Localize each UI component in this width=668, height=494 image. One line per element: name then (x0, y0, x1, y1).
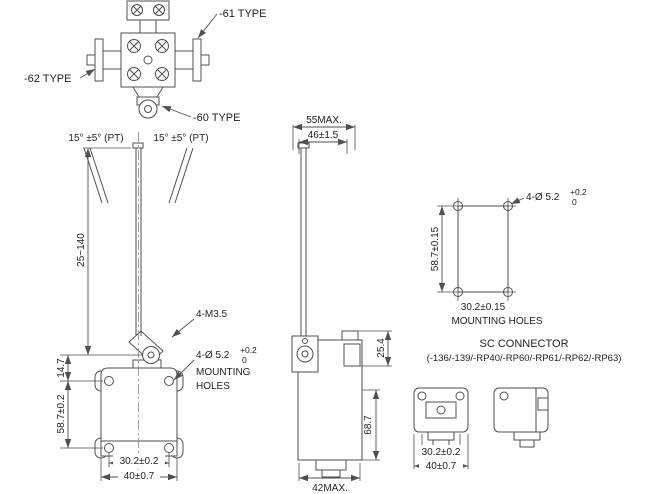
dim-sc-body-width: 40±0.7 (426, 461, 457, 472)
mounting-holes-caption: MOUNTING HOLES (451, 316, 542, 327)
pattern-dimensions (437, 205, 509, 310)
side-plungers (86, 38, 210, 82)
pattern-hole-leader (510, 197, 525, 205)
dim-pattern-vertical: 58.7±0.15 (430, 226, 441, 271)
pattern-holes (450, 198, 516, 300)
label-holes-front: 4-Ø 5.2 (196, 350, 230, 361)
top-view: -61 TYPE -62 TYPE -60 TYPE (24, 0, 267, 124)
side-conduit-boss (343, 343, 361, 367)
dim-hole-span-v-front: 58.7±0.2 (56, 394, 67, 433)
side-head (291, 335, 319, 373)
head-body-top (120, 32, 176, 88)
bottom-roller-plunger (132, 86, 164, 119)
dim-lever-range: 25~140 (76, 233, 87, 267)
front-label-leaders (171, 318, 195, 381)
dim-sc-hole-span: 30.2±0.2 (422, 447, 461, 458)
dim-head-depth: 25.4 (376, 338, 387, 358)
lever-rod (132, 142, 144, 336)
mounting-holes-view: 4-Ø 5.2 +0.2 0 58.7±0.15 30.2±0.15 MOUNT… (430, 187, 587, 327)
dim-pattern-horizontal: 30.2±0.15 (461, 302, 506, 313)
sc-connector-title: SC CONNECTOR (479, 338, 568, 350)
side-lever-rod (297, 142, 310, 338)
label-holes-pattern-tol-lower: 0 (572, 197, 577, 207)
lever-clamp-head (128, 330, 164, 369)
side-top-dimensions (292, 123, 356, 154)
sc-connector-section: SC CONNECTOR (-136/-139/-RP40/-RP60/-RP6… (413, 338, 622, 472)
angle-label-right: 15° ±5° (PT) (153, 133, 208, 144)
label-mounting-word2: HOLES (196, 381, 230, 392)
side-dimensions (298, 330, 392, 482)
label-mounting-word1: MOUNTING (196, 367, 251, 378)
sc-connector-models: (-136/-139/-RP40/-RP60/-RP61/-RP62/-RP63… (427, 353, 622, 364)
side-bottom-connector (315, 459, 347, 478)
dim-bottom-max: 42MAX. (312, 483, 348, 494)
label-screws: 4-M3.5 (196, 309, 228, 320)
label-type-61: -61 TYPE (219, 8, 267, 20)
label-type-62: -62 TYPE (24, 73, 72, 85)
hole-pattern-rect (457, 205, 509, 293)
sc-view-side (493, 387, 549, 448)
dim-depth: 46±1.5 (308, 130, 339, 141)
dim-body-height: 68.7 (363, 415, 374, 435)
dim-body-width-front: 40±0.7 (124, 471, 155, 482)
label-holes-pattern-tol-upper: +0.2 (570, 187, 587, 197)
dim-hole-span-h-front: 30.2±0.2 (120, 456, 159, 467)
top-plunger (126, 0, 170, 34)
dim-depth-max: 55MAX. (306, 115, 342, 126)
label-holes-pattern: 4-Ø 5.2 (526, 192, 560, 203)
front-view: 15° ±5° (PT) 15° ±5° (PT) 25~140 14.7 58… (56, 132, 257, 482)
front-mounting-holes (104, 376, 174, 453)
side-top-step (341, 330, 359, 341)
label-type-60: -60 TYPE (193, 112, 241, 124)
side-view: 55MAX. 46±1.5 25.4 68.7 42MAX. (291, 115, 392, 494)
angle-label-left: 15° ±5° (PT) (68, 133, 123, 144)
type-leader-lines (79, 13, 218, 118)
label-holes-front-tol-upper: +0.2 (240, 345, 257, 355)
dim-pivot-offset: 14.7 (56, 358, 67, 378)
sc-view-front (413, 387, 469, 448)
label-holes-front-tol-lower: 0 (242, 355, 247, 365)
